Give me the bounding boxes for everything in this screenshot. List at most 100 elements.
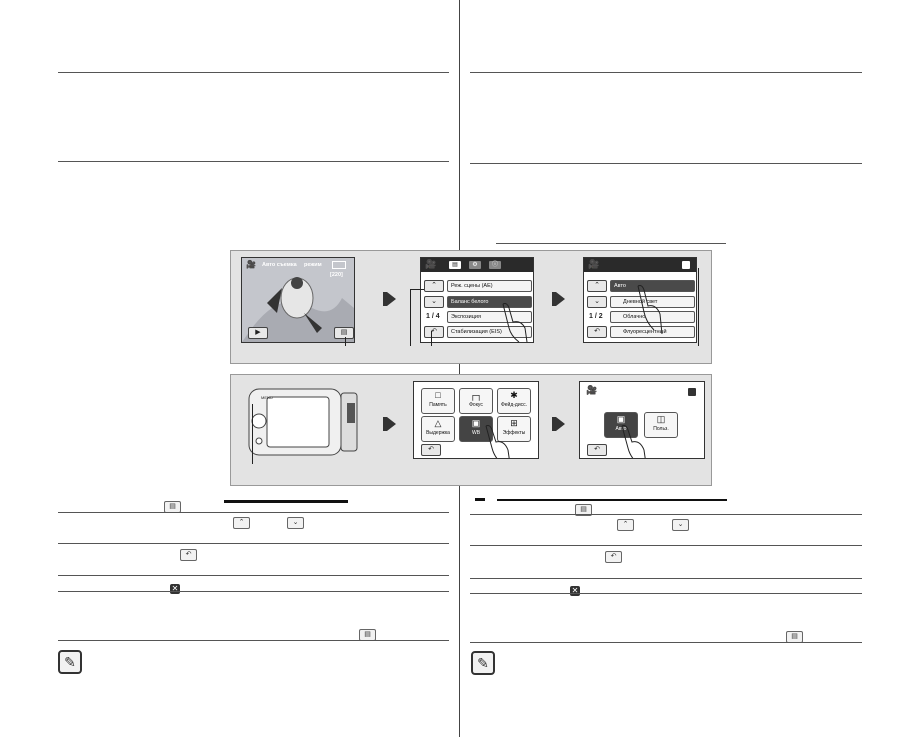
highlight-bar — [475, 498, 485, 501]
menu-button[interactable]: ▤ — [334, 327, 354, 339]
back-button[interactable]: ↶ — [424, 326, 444, 338]
playback-button[interactable]: ▶ — [248, 327, 268, 339]
rule — [470, 72, 862, 73]
menu-icon: ▤ — [164, 498, 181, 516]
camera-mode-icon: 🎥 — [586, 385, 598, 395]
callout-line — [410, 289, 411, 346]
tile-label: Выдержка — [426, 430, 450, 436]
tile-label: WB — [471, 430, 481, 436]
hand-pointer-icon — [637, 285, 663, 334]
menu-screen: 🎥 ▤ ⚙ ⓘ ⌃ ⌄ 1 / 4 ↶ Реж. сцены (AE) Бала… — [420, 257, 534, 343]
arrow-tail — [383, 417, 387, 431]
down-button[interactable]: ⌄ — [587, 296, 607, 308]
back-icon: ↶ — [605, 548, 622, 566]
wb-option[interactable]: Флуоресцентный — [610, 326, 695, 338]
quick-menu-screen: □ Память ┌┐ Фокус ✱ Фейд-дисс. △Выдержка ▣ W… — [413, 381, 539, 459]
close-icon: ✕ — [170, 584, 180, 594]
rule — [58, 591, 449, 592]
rule — [58, 543, 449, 544]
rule — [470, 642, 862, 643]
wb-auto-icon: ▣ — [616, 414, 626, 424]
menu-tile-fader[interactable]: ✱ Фейд-дисс. — [497, 388, 531, 414]
callout-line — [410, 289, 424, 290]
close-icon: ✕ — [570, 586, 580, 596]
note-icon: ✎ — [471, 651, 495, 675]
menu-item[interactable]: Реж. сцены (AE) — [447, 280, 532, 292]
rule — [58, 72, 449, 73]
tile-label: Польз. — [653, 426, 669, 432]
menu-tile-shutter[interactable]: △Выдержка — [421, 416, 455, 442]
back-button[interactable]: ↶ — [587, 444, 607, 456]
memory-icon: □ — [435, 390, 441, 400]
up-button[interactable]: ⌃ — [587, 280, 607, 292]
wb-custom-icon: ◫ — [656, 414, 666, 424]
rule — [470, 545, 862, 546]
tile-label: Авто — [615, 426, 627, 432]
camera-mode-icon: 🎥 — [425, 259, 437, 269]
menu-icon: ▤ — [575, 501, 592, 519]
tile-label: Фейд-дисс. — [500, 402, 528, 408]
battery-icon — [332, 261, 346, 269]
camera-mode-icon: 🎥 — [588, 259, 600, 269]
wb-option-selected[interactable]: Авто — [610, 280, 695, 292]
rule — [58, 512, 449, 513]
photo-screen: 🎥 Авто съемка режим [220] ▶ ▤ — [241, 257, 355, 343]
counter-text: [220] — [330, 272, 343, 278]
tile-label: Память — [429, 402, 447, 408]
rule — [470, 163, 862, 164]
arrow-tail — [383, 292, 387, 306]
menu-item[interactable]: Стабилизация (EIS) — [447, 326, 532, 338]
menu-tile-memory[interactable]: □ Память — [421, 388, 455, 414]
close-icon[interactable] — [688, 388, 696, 396]
status-text: Авто съемка — [262, 262, 297, 268]
next-step-arrow-icon — [556, 292, 565, 306]
wb-option[interactable]: Дневной свет — [610, 296, 695, 308]
info-tab-icon[interactable]: ⓘ — [489, 261, 501, 269]
menu-tile-effects[interactable]: ⊞Эффекты — [497, 416, 531, 442]
back-button[interactable]: ↶ — [421, 444, 441, 456]
menu-item-selected[interactable]: Баланс белого — [447, 296, 532, 308]
callout-line — [252, 404, 253, 464]
focus-icon: ┌┐ — [469, 390, 483, 400]
back-button[interactable]: ↶ — [587, 326, 607, 338]
camcorder-illustration: MENU — [245, 383, 365, 461]
menu-icon: ▤ — [359, 626, 376, 644]
callout-line — [431, 331, 432, 346]
screen-title-bar — [584, 258, 696, 272]
next-step-arrow-icon — [556, 417, 565, 431]
arrow-tail — [552, 292, 556, 306]
menu-tab-icon[interactable]: ▤ — [449, 261, 461, 269]
wb-icon: ▣ — [471, 418, 481, 428]
down-icon: ⌄ — [287, 514, 304, 532]
wb-custom-option[interactable]: ◫ Польз. — [644, 412, 678, 438]
hand-pointer-icon — [621, 425, 646, 458]
close-icon[interactable] — [682, 261, 690, 269]
mode-text: режим — [304, 262, 322, 268]
column-divider — [459, 0, 460, 737]
highlight-bar — [224, 500, 348, 503]
settings-tab-icon[interactable]: ⚙ — [469, 261, 481, 269]
up-icon: ⌃ — [233, 514, 250, 532]
wb-options-screen: 🎥 ▣ Авто ◫ Польз. ↶ — [579, 381, 705, 459]
rule — [496, 243, 726, 244]
menu-tile-focus[interactable]: ┌┐ Фокус — [459, 388, 493, 414]
wb-auto-option[interactable]: ▣ Авто — [604, 412, 638, 438]
page-indicator: 1 / 2 — [589, 313, 603, 320]
effects-icon: ⊞ — [510, 418, 518, 428]
white-balance-screen: 🎥 ⌃ ⌄ 1 / 2 ↶ Авто Дневной свет Облачно … — [583, 257, 697, 343]
wb-option[interactable]: Облачно — [610, 311, 695, 323]
rule — [470, 593, 862, 594]
tile-label: Фокус — [469, 402, 483, 408]
back-icon: ↶ — [180, 546, 197, 564]
device-menu-label: MENU — [261, 395, 273, 400]
camcorder-icon — [248, 388, 358, 456]
arrow-tail — [552, 417, 556, 431]
callout-line — [698, 268, 699, 346]
rule — [58, 161, 449, 162]
fader-icon: ✱ — [510, 390, 518, 400]
menu-icon: ▤ — [786, 628, 803, 646]
hand-pointer-icon — [502, 303, 528, 342]
down-button[interactable]: ⌄ — [424, 296, 444, 308]
next-step-arrow-icon — [387, 417, 396, 431]
up-button[interactable]: ⌃ — [424, 280, 444, 292]
